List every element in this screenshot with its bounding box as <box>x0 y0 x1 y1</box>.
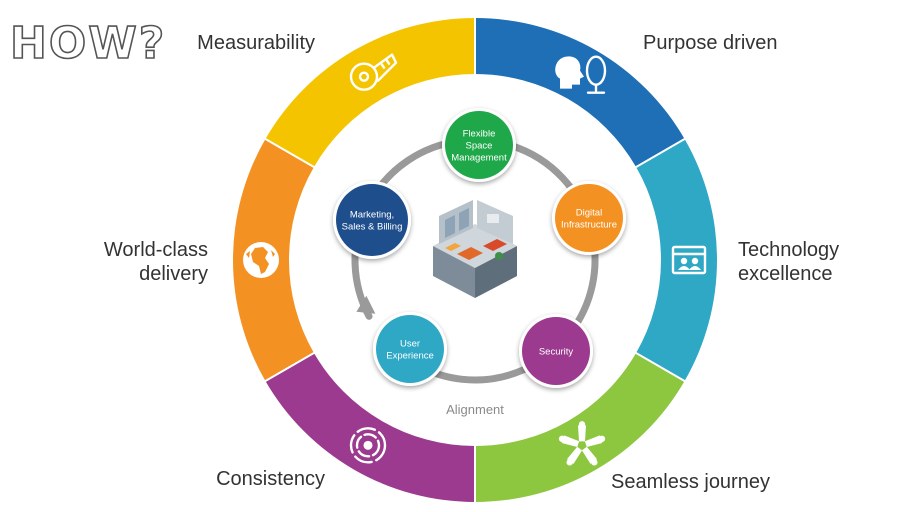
label-line: Technology <box>738 239 840 261</box>
cycle-node-label: Marketing, <box>350 210 394 221</box>
ring-segment <box>475 18 685 167</box>
cycle-caption: Alignment <box>446 402 504 417</box>
cycle-node: Marketing,Sales & Billing <box>333 181 411 259</box>
cycle-node-label: Security <box>539 347 574 358</box>
measuring-tape-icon <box>349 53 398 91</box>
ring-separator <box>264 351 316 383</box>
globe-icon <box>243 242 279 278</box>
concentric-circles-icon <box>349 427 387 464</box>
label-seamless-journey: Seamless journey <box>611 471 770 493</box>
cycle-node-label: User <box>400 339 420 350</box>
head-mirror-icon <box>555 55 607 94</box>
label-line: World-class <box>103 239 208 261</box>
outer-ring <box>232 17 717 503</box>
ring-segment <box>265 18 475 167</box>
label-technology-excellence: Technology excellence <box>738 238 888 286</box>
cycle-node-label: Space <box>466 141 493 152</box>
hands-circle-icon <box>558 421 606 466</box>
cycle-node-label: Infrastructure <box>561 220 617 231</box>
cycle-arrow-icon <box>356 295 376 314</box>
label-purpose-driven: Purpose driven <box>643 32 778 54</box>
cycle-node-label: Digital <box>576 208 602 219</box>
ring-separator <box>634 351 686 383</box>
label-line: delivery <box>139 263 208 285</box>
cycle-node-label: Flexible <box>463 129 496 140</box>
label-consistency: Consistency <box>216 468 325 490</box>
label-measurability: Measurability <box>197 32 315 54</box>
cycle-node-label: Sales & Billing <box>342 222 403 233</box>
ring-separator <box>264 137 316 169</box>
cycle-node: Security <box>519 314 593 388</box>
video-screen-icon <box>671 245 707 275</box>
label-line: excellence <box>738 263 833 285</box>
cycle-node-label: Experience <box>386 351 434 362</box>
cycle-node-label: Management <box>451 153 507 164</box>
office-isometric-icon <box>433 200 517 298</box>
ring-segment <box>636 139 717 381</box>
ring-separator <box>634 137 686 169</box>
label-world-class-delivery: World-class delivery <box>60 238 208 286</box>
page-title: HOW? <box>9 18 167 69</box>
inner-cycle: FlexibleSpaceManagementDigitalInfrastruc… <box>290 75 660 445</box>
